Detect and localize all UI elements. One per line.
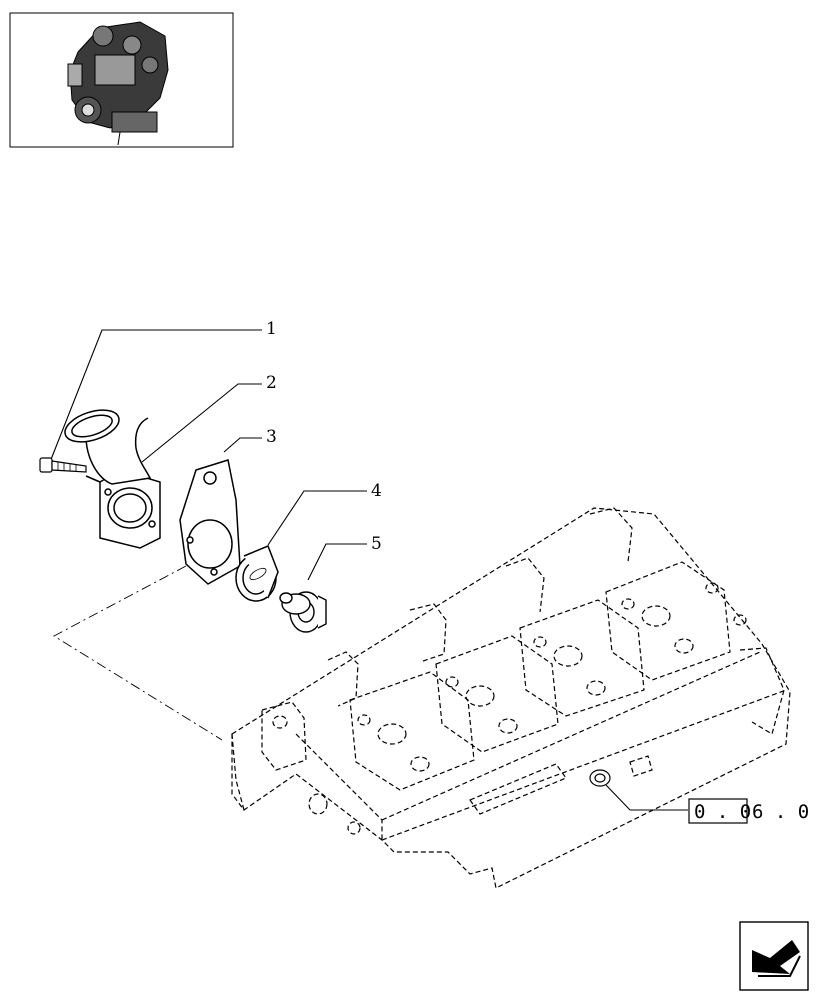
callout-1: 1 [266, 319, 277, 339]
reference-boxed-text: 0 . 0 [694, 801, 751, 823]
next-page-arrow-icon [752, 940, 801, 977]
leader-lines [49, 329, 688, 811]
leader-3 [223, 437, 262, 453]
leader-5 [307, 543, 367, 581]
engine-thumbnail[interactable] [9, 12, 234, 148]
part-2-outlet-housing[interactable] [61, 404, 161, 549]
leader-1 [49, 329, 262, 463]
leader-4 [267, 490, 367, 546]
reference-rest-text: 6 . 0 [752, 801, 809, 823]
part-4-seal-ring[interactable] [235, 545, 279, 602]
callout-2: 2 [266, 373, 277, 393]
cylinder-head-phantom [231, 507, 791, 889]
leader-ref [605, 784, 688, 811]
callout-3: 3 [266, 427, 277, 447]
reference-label[interactable]: 0 . 0 6 . 0 [688, 798, 809, 824]
alignment-line [53, 565, 223, 741]
callout-5: 5 [371, 534, 382, 554]
engine-assembly-icon [67, 21, 169, 146]
part-3-gasket[interactable] [179, 459, 241, 585]
next-page-button[interactable] [739, 921, 809, 991]
callout-4: 4 [371, 481, 382, 501]
leader-2 [141, 383, 262, 463]
reference-port [589, 769, 611, 787]
part-1-bolt[interactable] [39, 457, 87, 473]
part-5-thermostat[interactable] [279, 591, 327, 633]
